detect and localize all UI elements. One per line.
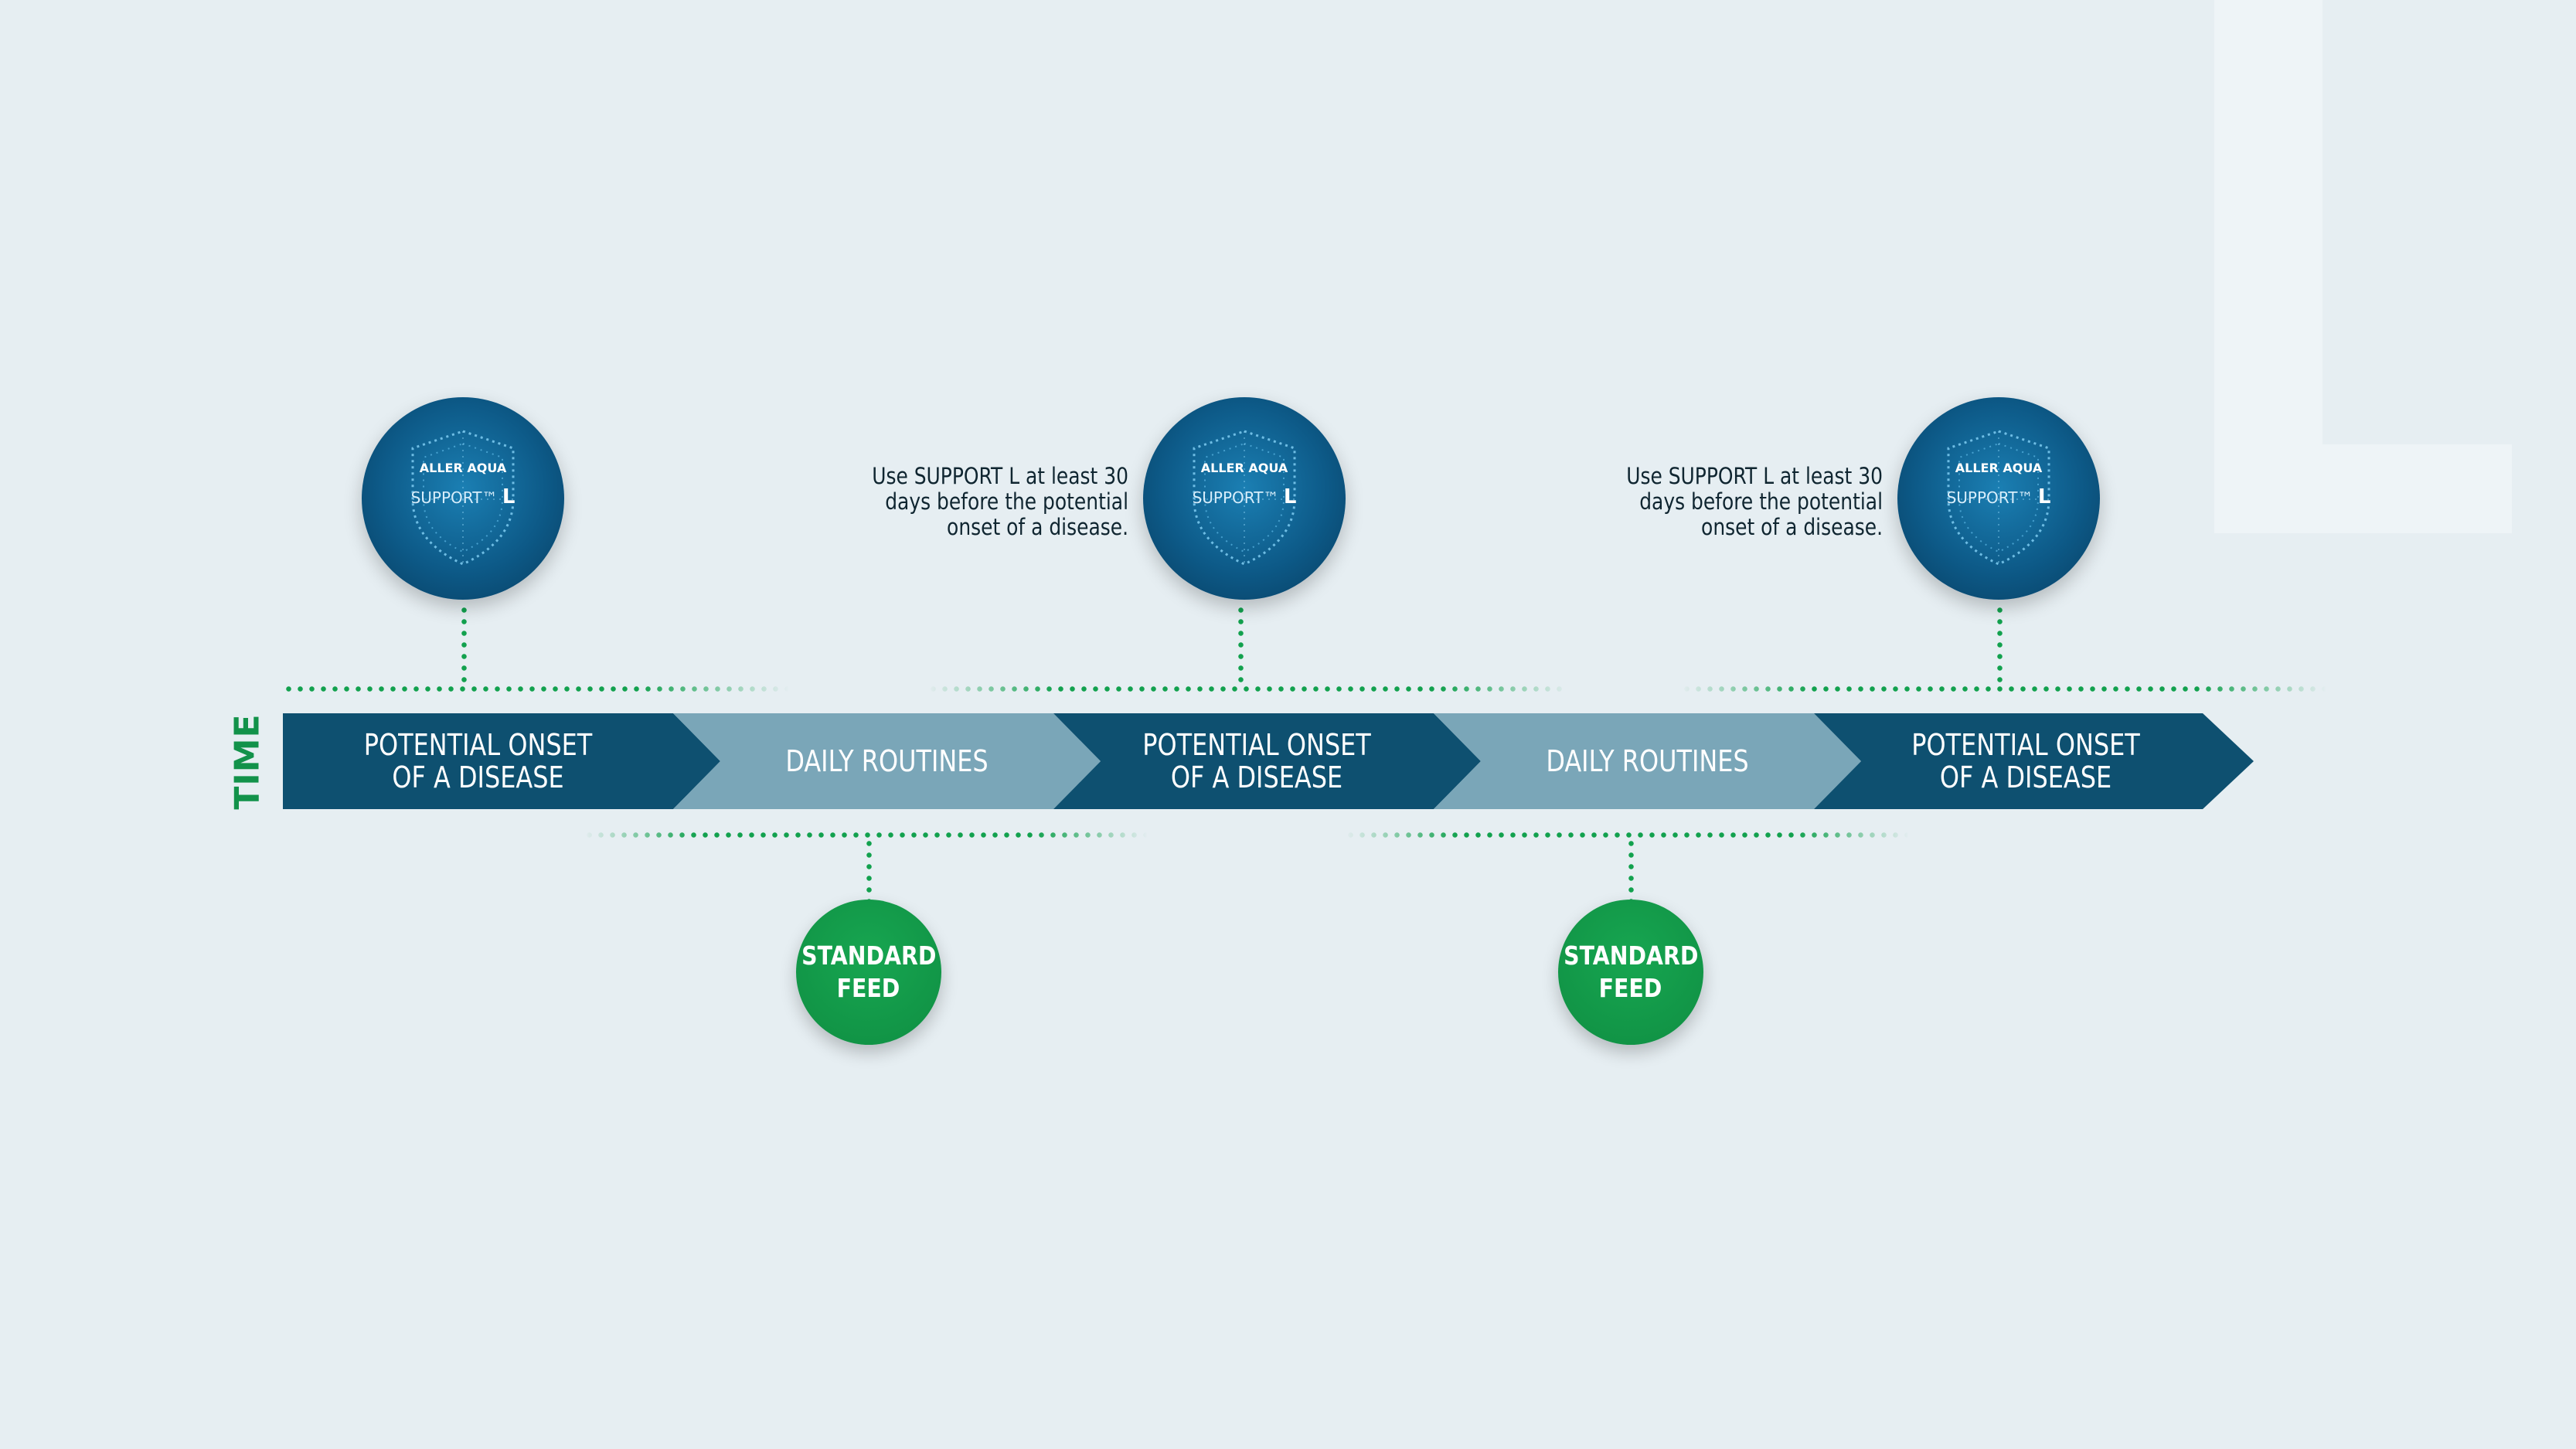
top-dotted-line-2 — [927, 686, 1569, 692]
badge-brand: ALLER AQUA — [1200, 461, 1288, 475]
feed-line-1: STANDARD — [801, 940, 937, 971]
top-dotted-line-1 — [283, 686, 789, 692]
badge-brand: ALLER AQUA — [1955, 461, 2043, 475]
support-l-badge-1: ALLER AQUA SUPPORT™ L — [362, 397, 564, 600]
segment-shape-2 — [673, 713, 1101, 809]
top-dotted-line-3 — [1681, 686, 2326, 692]
time-axis-label: TIME — [224, 713, 271, 809]
badge-brand: ALLER AQUA — [419, 461, 507, 475]
badge-product: SUPPORT™ L — [1946, 485, 2051, 509]
segment-shape-1 — [283, 713, 720, 809]
segment-label-1: POTENTIAL ONSET OF A DISEASE — [363, 728, 593, 794]
shield-icon — [1947, 430, 2050, 566]
bottom-dotted-line-1 — [584, 832, 1148, 838]
background-watermark-letter — [2214, 0, 2512, 533]
connector-feed-1 — [866, 838, 872, 900]
feed-line-1: STANDARD — [1563, 940, 1699, 971]
segment-shape-4 — [1434, 713, 1861, 809]
segment-label-3: POTENTIAL ONSET OF A DISEASE — [1142, 728, 1371, 794]
usage-note-1: Use SUPPORT L at least 30 days before th… — [872, 463, 1128, 540]
standard-feed-badge-2: STANDARD FEED — [1558, 900, 1703, 1045]
segment-shape-5 — [1814, 713, 2254, 809]
segment-shape-3 — [1053, 713, 1481, 809]
time-label-text: TIME — [227, 713, 267, 810]
segment-label-5: POTENTIAL ONSET OF A DISEASE — [1911, 728, 2140, 794]
segment-label-4: DAILY ROUTINES — [1546, 744, 1749, 778]
connector-shield-1 — [461, 604, 467, 686]
bottom-dotted-line-2 — [1345, 832, 1909, 838]
standard-feed-badge-1: STANDARD FEED — [796, 900, 941, 1045]
timeline-arrow — [283, 713, 2254, 809]
connector-feed-2 — [1628, 838, 1634, 900]
connector-shield-2 — [1238, 604, 1244, 686]
feed-line-2: FEED — [1599, 973, 1662, 1003]
badge-product: SUPPORT™ L — [410, 485, 516, 509]
segment-label-2: DAILY ROUTINES — [785, 744, 989, 778]
shield-icon — [411, 430, 515, 566]
support-l-badge-2: ALLER AQUA SUPPORT™ L — [1143, 397, 1346, 600]
badge-product: SUPPORT™ L — [1192, 485, 1297, 509]
feed-line-2: FEED — [837, 973, 900, 1003]
usage-note-2: Use SUPPORT L at least 30 days before th… — [1626, 463, 1883, 540]
connector-shield-3 — [1997, 604, 2003, 686]
shield-icon — [1193, 430, 1296, 566]
support-l-badge-3: ALLER AQUA SUPPORT™ L — [1897, 397, 2100, 600]
